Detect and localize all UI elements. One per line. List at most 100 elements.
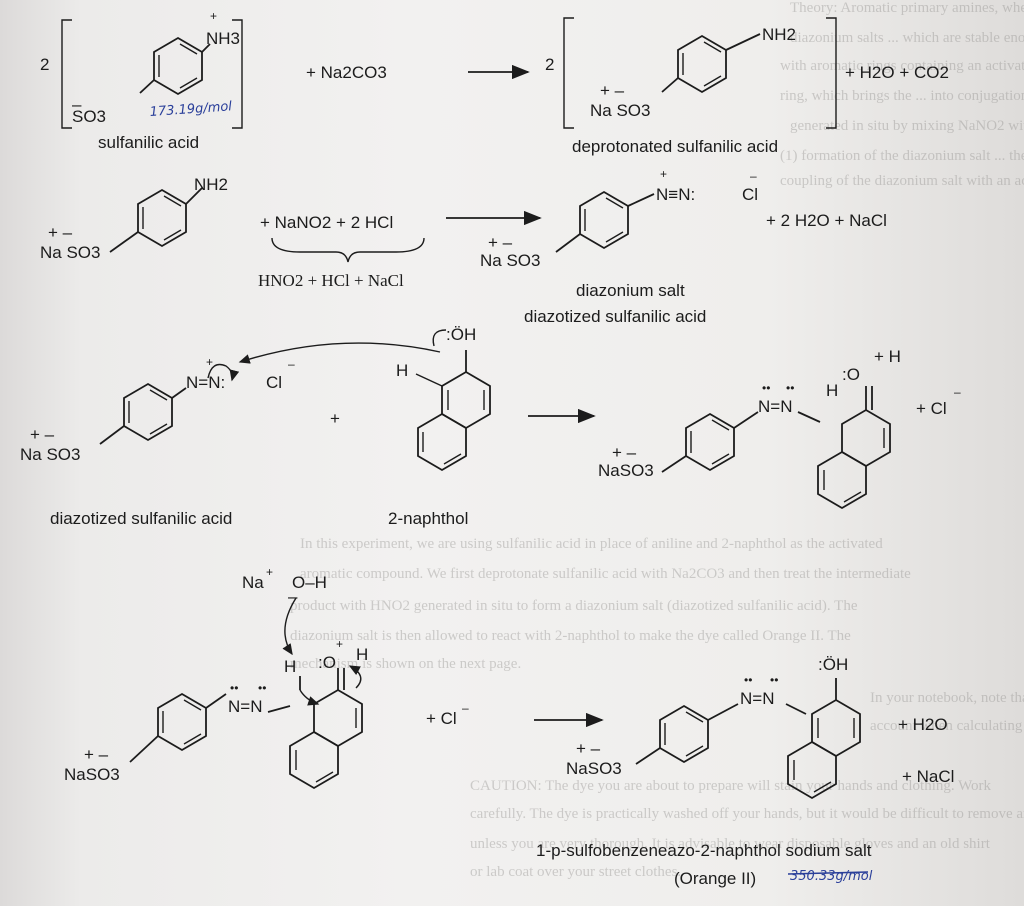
diazonium-salt-structure: + N≡N: – Cl + – Na SO3 bbox=[480, 167, 758, 270]
diazonium-group: N≡N: bbox=[656, 185, 695, 204]
na-so3-group: Na SO3 bbox=[40, 243, 100, 262]
reagents-nitrite-hcl: + NaNO2 + 2 HCl bbox=[260, 213, 393, 232]
svg-text:+ –: + – bbox=[30, 425, 55, 444]
na-so3-group: Na SO3 bbox=[20, 445, 80, 464]
stoich-coefficient: 2 bbox=[40, 55, 49, 74]
svg-text:ring, which brings the ... int: ring, which brings the ... into conjugat… bbox=[780, 88, 1024, 104]
nh2-group: NH2 bbox=[762, 25, 796, 44]
svg-text:with aromatic rings containing: with aromatic rings containing an activa… bbox=[780, 58, 1024, 74]
svg-text:unless you are very thorough.: unless you are very thorough. It is advi… bbox=[470, 836, 991, 852]
intermediate-structure: N=N •• •• H :O + H + – NaSO3 bbox=[64, 637, 368, 790]
svg-text:••: •• bbox=[770, 673, 778, 687]
oxonium-group: :O bbox=[842, 365, 860, 384]
byproduct-nacl: + NaCl bbox=[902, 767, 954, 786]
electron-arrow bbox=[207, 363, 240, 382]
svg-text:••: •• bbox=[762, 381, 770, 395]
na-so3-group: NaSO3 bbox=[566, 759, 622, 778]
diazotized-sulfanilic-acid-structure: + N=N: – Cl + – Na SO3 bbox=[20, 355, 295, 464]
deprotonation-arrow bbox=[282, 597, 297, 656]
svg-text:–: – bbox=[462, 701, 469, 715]
reagent-sodium-carbonate: + Na2CO3 bbox=[306, 63, 387, 82]
caption-orange-ii: (Orange II) bbox=[674, 869, 756, 888]
bracket-left-close bbox=[232, 19, 243, 129]
nh3-group: NH3 bbox=[206, 29, 240, 48]
reaction-1-deprotonation: 2 + NH3 – SO3 173.19g/mol sulfanilic aci… bbox=[40, 9, 949, 156]
2-naphthol-structure: :ÖH H bbox=[396, 325, 491, 472]
svg-text:+ –: + – bbox=[84, 745, 109, 764]
sulfanilic-acid-structure: + NH3 – SO3 bbox=[72, 9, 240, 126]
caption-2-naphthol: 2-naphthol bbox=[388, 509, 468, 528]
svg-text:In your notebook, note that th: In your notebook, note that the Orange I… bbox=[870, 690, 1024, 706]
svg-text:mechanism is shown on the next: mechanism is shown on the next page. bbox=[290, 656, 521, 672]
nh2-group: NH2 bbox=[194, 175, 228, 194]
electron-arrow bbox=[299, 689, 320, 706]
svg-text:In this experiment, we are usi: In this experiment, we are using sulfani… bbox=[300, 536, 883, 552]
caption-orange-ii-name: 1-p-sulfobenzeneazo-2-naphthol sodium sa… bbox=[536, 841, 872, 860]
na-so3-group: NaSO3 bbox=[598, 461, 654, 480]
svg-text:+: + bbox=[210, 9, 217, 23]
alpha-hydrogen: H bbox=[396, 361, 408, 380]
electron-arrow bbox=[348, 665, 362, 689]
reaction-3-coupling: + N=N: – Cl + – Na SO3 + :ÖH H diazotize… bbox=[20, 325, 961, 528]
oxonium-group: :O bbox=[318, 653, 336, 672]
caption-diazonium-salt: diazonium salt bbox=[576, 281, 685, 300]
oxonium-proton: H bbox=[356, 645, 368, 664]
svg-text:••: •• bbox=[744, 673, 752, 687]
svg-text:–: – bbox=[288, 357, 295, 371]
na-so3-group: Na SO3 bbox=[480, 251, 540, 270]
attack-arrow bbox=[238, 342, 441, 364]
svg-text:carefully. The dye is practica: carefully. The dye is practically washed… bbox=[470, 806, 1024, 822]
caption-diazotized-sulfanilic-acid: diazotized sulfanilic acid bbox=[524, 307, 706, 326]
na-so3-group: Na SO3 bbox=[590, 101, 650, 120]
orange-ii-structure: N=N •• •• :ÖH + – NaSO3 bbox=[566, 655, 861, 800]
svg-text:Theory: Aromatic primary amine: Theory: Aromatic primary amines, when tr… bbox=[790, 0, 1024, 16]
oxonium-proton: + H bbox=[874, 347, 901, 366]
svg-text:+ –: + – bbox=[612, 443, 637, 462]
svg-text:+: + bbox=[336, 637, 343, 651]
so3-group: SO3 bbox=[72, 107, 106, 126]
azo-group: N=N bbox=[228, 697, 262, 716]
chloride-ion: Cl bbox=[742, 185, 758, 204]
svg-text:or lab coat over your street c: or lab coat over your street clothes. bbox=[470, 864, 681, 880]
svg-text:diazonium salts ... which are: diazonium salts ... which are stable eno… bbox=[790, 30, 1024, 46]
reaction-2-diazotization: NH2 + – Na SO3 + NaNO2 + 2 HCl HNO2 + HC… bbox=[40, 167, 887, 326]
sodium-sulfanilate-structure: NH2 + – Na SO3 bbox=[40, 175, 228, 262]
sodium-ion: Na bbox=[242, 573, 264, 592]
handwritten-molar-mass: 350.33g/mol bbox=[790, 869, 873, 884]
svg-text:+ –: + – bbox=[600, 81, 625, 100]
svg-text:diazonium salt is then allowed: diazonium salt is then allowed to react … bbox=[290, 628, 851, 644]
svg-text:+: + bbox=[660, 167, 667, 181]
svg-text:••: •• bbox=[786, 381, 794, 395]
svg-text:account when calculating its m: account when calculating its molecular w… bbox=[870, 718, 1024, 734]
byproducts-water-nacl: + 2 H2O + NaCl bbox=[766, 211, 887, 230]
svg-text:(1) formation of the diazonium: (1) formation of the diazonium salt ... … bbox=[780, 148, 1024, 164]
caption-sulfanilic-acid: sulfanilic acid bbox=[98, 133, 199, 152]
svg-text:+ –: + – bbox=[488, 233, 513, 252]
svg-text:+ –: + – bbox=[48, 223, 73, 242]
svg-text:–: – bbox=[72, 95, 82, 114]
curly-brace bbox=[271, 237, 425, 263]
handwritten-molar-mass: 173.19g/mol bbox=[149, 99, 233, 120]
svg-text:coupling of the diazonium salt: coupling of the diazonium salt with an a… bbox=[780, 173, 1024, 189]
svg-text:generated in situ by mixing Na: generated in situ by mixing NaNO2 with H… bbox=[790, 118, 1024, 134]
intermediate-cation-structure: N=N •• •• H :O + H + – NaSO3 bbox=[598, 347, 901, 510]
lone-pair-arrow bbox=[432, 329, 447, 347]
svg-text:–: – bbox=[750, 169, 757, 183]
stoich-coefficient: 2 bbox=[545, 55, 554, 74]
bleed-through-text: Theory: Aromatic primary amines, when tr… bbox=[290, 0, 1024, 880]
hydroxide-ion: O–H bbox=[292, 573, 327, 592]
bracket-right-close bbox=[826, 17, 837, 129]
svg-text:••: •• bbox=[258, 681, 266, 695]
reaction-4-rearomatization: Na + O–H – N=N •• •• H :O + H bbox=[64, 565, 954, 888]
azo-group: N=N bbox=[758, 397, 792, 416]
svg-text:product with HNO2 generated in: product with HNO2 generated in situ to f… bbox=[290, 598, 858, 614]
bracket-right-open bbox=[563, 17, 574, 129]
handwritten-strike bbox=[787, 871, 869, 875]
deprotonated-sulfanilic-acid-structure: NH2 + – Na SO3 bbox=[590, 25, 796, 120]
svg-text:+: + bbox=[206, 355, 213, 369]
chloride-ion: Cl bbox=[266, 373, 282, 392]
chloride-ion: + Cl bbox=[426, 709, 457, 728]
na-so3-group: NaSO3 bbox=[64, 765, 120, 784]
